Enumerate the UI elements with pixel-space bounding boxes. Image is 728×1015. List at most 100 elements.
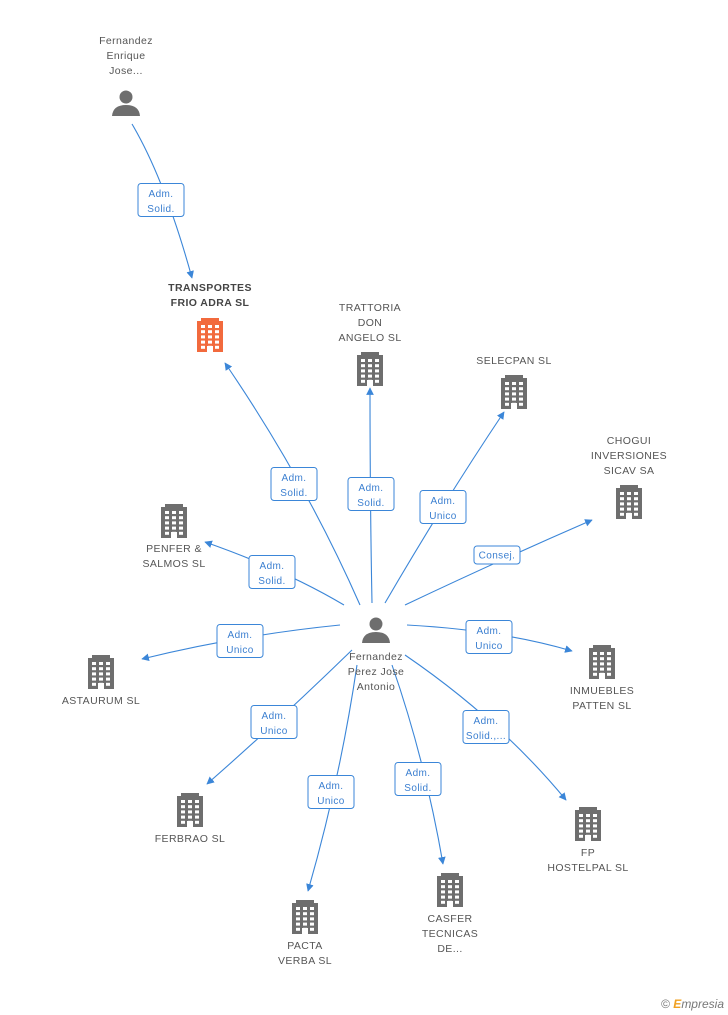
relation-label-box (137, 183, 185, 217)
relation-label-text: Solid. (147, 204, 174, 215)
relation-label[interactable]: Adm. Unico (307, 775, 355, 809)
relation-label-box (248, 555, 296, 589)
node-label: FP (581, 847, 595, 859)
relation-label-text: Unico (226, 645, 254, 656)
company-node-pacta[interactable]: PACTA VERBA SL (278, 900, 332, 967)
relation-label-text: Consej. (479, 551, 516, 562)
relation-label-text: Adm. (228, 630, 253, 641)
building-icon (88, 655, 114, 689)
relation-label-box (473, 545, 521, 565)
node-label: Enrique (107, 50, 146, 62)
relation-label[interactable]: Adm.Unico (250, 705, 298, 739)
node-label: PENFER & (146, 543, 202, 555)
relation-label[interactable]: Adm. Unico (419, 490, 467, 524)
edge-fpja-to-chogui: Consej. (404, 519, 593, 606)
company-node-selecpan[interactable]: SELECPAN SL (476, 355, 551, 409)
company-node-ferbrao[interactable]: FERBRAO SL (155, 793, 226, 845)
relation-label[interactable]: Adm. Solid. (137, 183, 185, 217)
relation-label[interactable]: Adm.Solid. (347, 477, 395, 511)
relation-label-text: Adm. (431, 496, 456, 507)
node-label: Antonio (357, 681, 395, 693)
relation-label-text: Adm. (149, 189, 174, 200)
building-icon (161, 504, 187, 538)
relation-label-text: Unico (260, 726, 288, 737)
relation-label[interactable]: Adm. Solid. (248, 555, 296, 589)
person-icon (362, 617, 390, 643)
relation-label-text: Adm. (477, 626, 502, 637)
node-label: CASFER (428, 913, 473, 925)
node-label: DE... (437, 943, 462, 955)
relation-label[interactable]: Adm. Solid.,... (462, 710, 510, 744)
edges-layer: Adm.Solid.Adm.Solid.Adm.Solid.Adm.UnicoC… (131, 123, 593, 892)
node-label: HOSTELPAL SL (547, 862, 628, 874)
company-node-penfer[interactable]: PENFER &SALMOS SL (142, 504, 205, 570)
relation-label-box (462, 710, 510, 744)
relation-label-text: Solid. (258, 576, 285, 587)
relation-label-text: Adm. (282, 473, 307, 484)
brand-logo-text: mpresia (681, 997, 724, 1011)
relation-label-box (465, 620, 513, 654)
relation-label-text: Adm. (474, 716, 499, 727)
relation-label-box (307, 775, 355, 809)
relation-label-text: Unico (429, 511, 457, 522)
relation-label-text: Solid. (404, 783, 431, 794)
node-label: PACTA (287, 940, 322, 952)
edge-fpja-to-ferbrao: Adm.Unico (206, 649, 353, 785)
building-icon (501, 375, 527, 409)
edge-fpja-to-penfer: Adm. Solid. (204, 540, 345, 606)
edge-fpja-to-pacta: Adm. Unico (306, 664, 358, 892)
relation-label[interactable]: Adm. Solid. (394, 762, 442, 796)
node-label: PATTEN SL (572, 700, 631, 712)
edge-fpja-to-casfer: Adm. Solid. (391, 664, 446, 865)
relation-label-text: Adm. (359, 483, 384, 494)
relation-label-text: Adm. (260, 561, 285, 572)
relation-label-text: Unico (317, 796, 345, 807)
building-icon (437, 873, 463, 907)
relation-label[interactable]: Adm. Unico (465, 620, 513, 654)
building-icon (177, 793, 203, 827)
edge-fpja-to-fp: Adm. Solid.,... (404, 654, 567, 801)
person-node-fee[interactable]: FernandezEnriqueJose... (99, 35, 153, 116)
edge-fpja-to-transportes: Adm. Solid. (224, 362, 361, 606)
relation-label-text: Adm. (319, 781, 344, 792)
node-label: FRIO ADRA SL (171, 297, 250, 309)
relation-label-text: Unico (475, 641, 503, 652)
person-icon (112, 90, 140, 116)
brand-logo-initial: E (673, 997, 682, 1011)
relation-label[interactable]: Adm.Solid. (270, 467, 318, 501)
building-icon (292, 900, 318, 934)
node-label: Perez Jose (348, 666, 405, 678)
relation-label[interactable]: Consej. (473, 545, 521, 565)
company-node-transportes[interactable]: TRANSPORTES FRIO ADRA SL (168, 282, 252, 352)
node-label: VERBA SL (278, 955, 332, 967)
relation-label-box (347, 477, 395, 511)
node-label: Fernandez (349, 651, 403, 663)
edge-fpja-to-astaurum: Adm. Unico (141, 624, 341, 662)
edge-fee-to-transportes: Adm. Solid. (131, 123, 194, 279)
company-node-casfer[interactable]: CASFERTECNICASDE... (422, 873, 478, 955)
node-label: TRANSPORTES (168, 282, 252, 294)
relation-label-text: Solid.,... (466, 731, 506, 742)
node-label: ANGELO SL (338, 332, 401, 344)
company-node-fp[interactable]: FP HOSTELPAL SL (547, 807, 628, 874)
relation-label[interactable]: Adm. Unico (216, 624, 264, 658)
company-node-astaurum[interactable]: ASTAURUM SL (62, 655, 140, 707)
brand-watermark: © Empresia (661, 997, 724, 1011)
node-label: DON (358, 317, 383, 329)
building-icon (197, 318, 223, 352)
edge-fpja-to-inmuebles: Adm. Unico (406, 620, 573, 654)
relation-label-box (270, 467, 318, 501)
building-icon (589, 645, 615, 679)
node-label: SELECPAN SL (476, 355, 551, 367)
building-icon (575, 807, 601, 841)
building-icon (357, 352, 383, 386)
relation-label-text: Adm. (406, 768, 431, 779)
node-label: INVERSIONES (591, 450, 667, 462)
relation-label-box (419, 490, 467, 524)
